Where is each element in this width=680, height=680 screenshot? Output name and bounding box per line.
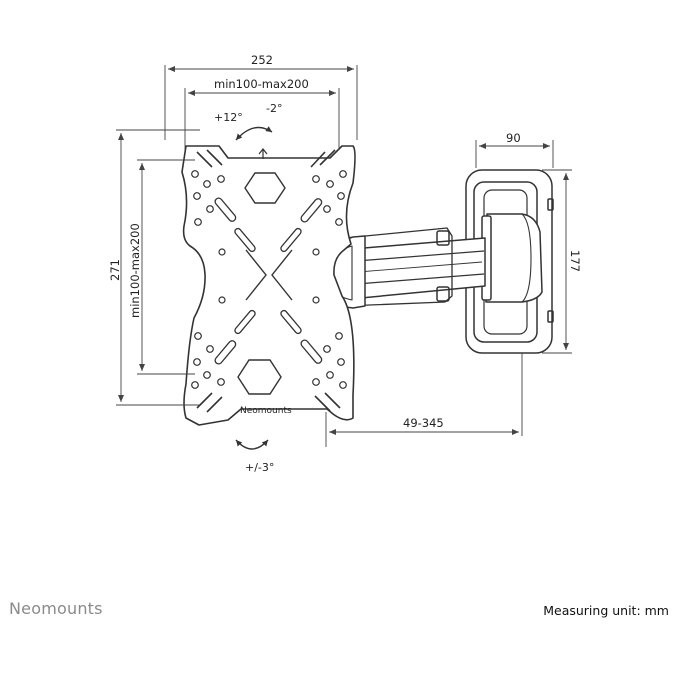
vesa-vertical-label: min100-max200 [128, 223, 142, 318]
dim-arm-extension [325, 353, 523, 447]
dim-vesa-vertical [137, 159, 195, 375]
wall-plate-height-label: 177 [568, 250, 582, 272]
plate-logo: Neomounts [240, 406, 292, 416]
wall-plate-width-label: 90 [506, 131, 521, 145]
vesa-plate [181, 145, 356, 426]
dim-vesa-horizontal [184, 88, 340, 150]
rotation-label: +/-3° [245, 461, 274, 474]
dim-wall-plate-width [475, 140, 554, 168]
dim-plate-width [164, 65, 358, 140]
plate-hexagons [237, 172, 286, 395]
arm-extension-label: 49-345 [403, 416, 444, 430]
plate-height-label: 271 [108, 259, 122, 281]
rotation-arrow-icon [235, 439, 269, 450]
plate-width-label: 252 [251, 53, 273, 67]
arm [322, 213, 543, 309]
measuring-unit-note: Measuring unit: mm [543, 603, 669, 618]
tilt-arrow-icon [235, 126, 273, 141]
plate-slots [214, 197, 323, 365]
tilt-up-label: +12° [214, 111, 243, 124]
up-arrow-icon [258, 148, 268, 159]
dim-wall-plate-height [542, 169, 572, 354]
vesa-horizontal-label: min100-max200 [214, 77, 309, 91]
dim-plate-height [116, 129, 200, 406]
brand-logo: Neomounts [9, 599, 103, 618]
tilt-down-label: -2° [266, 102, 282, 115]
plate-holes [191, 170, 347, 389]
